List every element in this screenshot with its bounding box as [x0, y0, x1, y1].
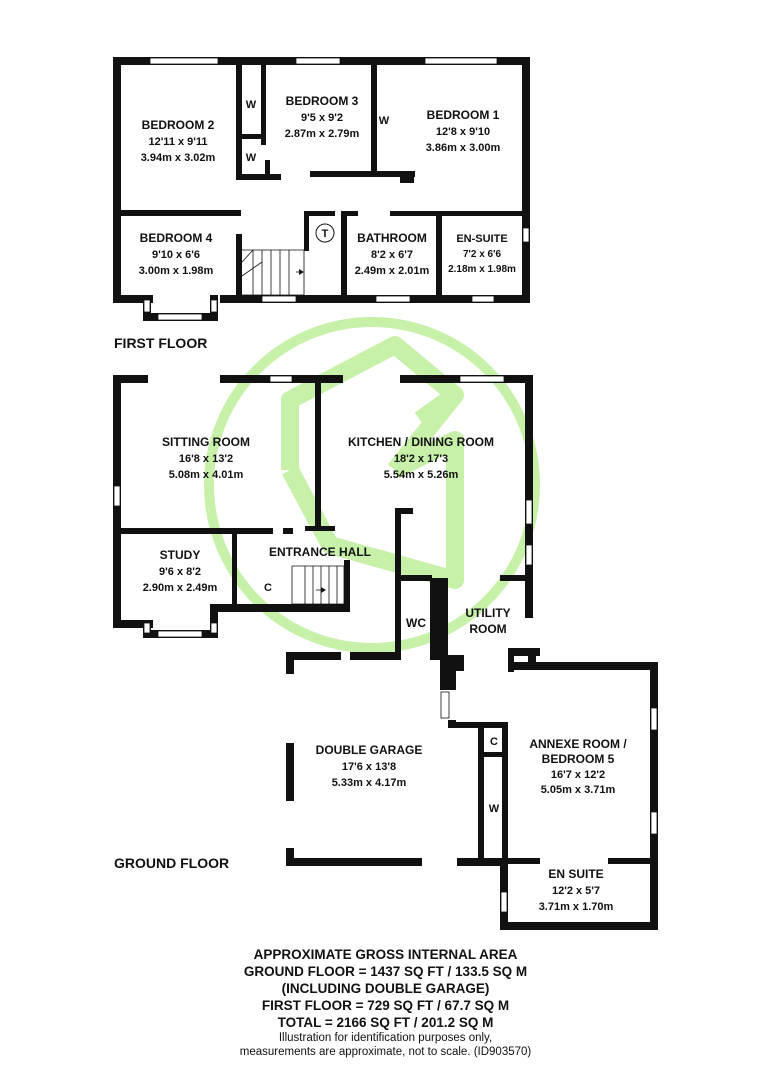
room-en-suite-2: EN SUITE 12'2 x 5'7 3.71m x 1.70m: [539, 867, 614, 913]
area-ground-floor: GROUND FLOOR = 1437 SQ FT / 133.5 SQ M: [243, 964, 528, 979]
area-total: TOTAL = 2166 SQ FT / 201.2 SQ M: [277, 1015, 494, 1030]
room-kitchen-dining: KITCHEN / DINING ROOM 18'2 x 17'3 5.54m …: [348, 435, 494, 481]
room-name: DOUBLE GARAGE: [316, 743, 423, 757]
wardrobe-marker: W: [246, 99, 257, 111]
room-bedroom-1: BEDROOM 1 12'8 x 9'10 3.86m x 3.00m: [426, 108, 501, 154]
room-name: BEDROOM 2: [142, 118, 215, 132]
area-heading: APPROXIMATE GROSS INTERNAL AREA: [253, 947, 518, 962]
room-imperial: 16'7 x 12'2: [551, 769, 605, 781]
room-name: ANNEXE ROOM /: [529, 737, 627, 751]
room-sitting-room: SITTING ROOM 16'8 x 13'2 5.08m x 4.01m: [162, 435, 250, 481]
room-imperial: 9'10 x 6'6: [152, 249, 200, 261]
room-name: BATHROOM: [357, 231, 427, 245]
room-bedroom-3: BEDROOM 3 9'5 x 9'2 2.87m x 2.79m: [285, 94, 360, 140]
room-imperial: 7'2 x 6'6: [463, 249, 502, 260]
ground-floor-windows: [113, 375, 658, 913]
room-name: BEDROOM 3: [286, 94, 359, 108]
room-imperial: 8'2 x 6'7: [371, 249, 413, 261]
first-floor-label: FIRST FLOOR: [114, 335, 207, 351]
room-metric: 3.00m x 1.98m: [139, 265, 214, 277]
room-double-garage: DOUBLE GARAGE 17'6 x 13'8 5.33m x 4.17m: [316, 743, 423, 789]
room-name: UTILITY: [465, 606, 510, 620]
room-entrance-hall: ENTRANCE HALL: [269, 545, 371, 559]
room-metric: 5.05m x 3.71m: [541, 784, 616, 796]
room-metric: 5.08m x 4.01m: [169, 469, 244, 481]
room-metric: 3.86m x 3.00m: [426, 142, 501, 154]
cupboard-marker: C: [490, 736, 498, 748]
room-name: BEDROOM 4: [140, 231, 213, 245]
disclaimer-line-1: Illustration for identification purposes…: [278, 1032, 493, 1044]
room-annexe-bedroom-5: ANNEXE ROOM / BEDROOM 5 16'7 x 12'2 5.05…: [529, 737, 627, 796]
room-imperial: 9'5 x 9'2: [301, 112, 343, 124]
room-utility: UTILITY ROOM: [465, 606, 510, 636]
room-imperial: 12'11 x 9'11: [148, 136, 207, 148]
ground-floor-label: GROUND FLOOR: [114, 855, 229, 871]
room-metric: 2.18m x 1.98m: [448, 264, 516, 275]
wardrobe-marker: W: [246, 152, 257, 164]
room-en-suite-1: EN-SUITE 7'2 x 6'6 2.18m x 1.98m: [448, 233, 516, 275]
room-metric: 2.49m x 2.01m: [355, 265, 430, 277]
room-name: EN SUITE: [548, 867, 603, 881]
room-name: KITCHEN / DINING ROOM: [348, 435, 494, 449]
room-study: STUDY 9'6 x 8'2 2.90m x 2.49m: [143, 548, 218, 594]
disclaimer-line-2: measurements are approximate, not to sca…: [239, 1046, 532, 1058]
room-imperial: 18'2 x 17'3: [394, 453, 448, 465]
room-metric: 2.87m x 2.79m: [285, 128, 360, 140]
room-name: EN-SUITE: [456, 233, 507, 245]
area-summary: APPROXIMATE GROSS INTERNAL AREA GROUND F…: [0, 946, 771, 1059]
watermark-logo: [204, 317, 540, 653]
room-wc: WC: [406, 616, 426, 630]
cupboard-marker: C: [264, 582, 272, 594]
first-floor-stairs: [241, 249, 305, 296]
ground-floor-stairs: [291, 565, 345, 605]
room-imperial: 12'8 x 9'10: [436, 126, 490, 138]
room-metric: 3.71m x 1.70m: [539, 901, 614, 913]
wardrobe-marker: W: [379, 115, 390, 127]
room-bedroom-2: BEDROOM 2 12'11 x 9'11 3.94m x 3.02m: [141, 118, 216, 164]
room-imperial: 12'2 x 5'7: [552, 885, 600, 897]
wardrobe-marker: W: [489, 803, 500, 815]
ground-floor-walls: [113, 375, 658, 930]
room-imperial: 16'8 x 13'2: [179, 453, 233, 465]
room-imperial: 17'6 x 13'8: [342, 761, 396, 773]
room-metric: 3.94m x 3.02m: [141, 152, 216, 164]
water-tank-symbol: [315, 223, 335, 243]
room-metric: 5.33m x 4.17m: [332, 777, 407, 789]
room-name: BEDROOM 1: [427, 108, 500, 122]
area-first-floor: FIRST FLOOR = 729 SQ FT / 67.7 SQ M: [261, 998, 510, 1013]
room-metric: 5.54m x 5.26m: [384, 469, 459, 481]
room-imperial: 9'6 x 8'2: [159, 566, 201, 578]
room-bathroom: BATHROOM 8'2 x 6'7 2.49m x 2.01m: [355, 231, 430, 277]
room-metric: 2.90m x 2.49m: [143, 582, 218, 594]
room-bedroom-4: BEDROOM 4 9'10 x 6'6 3.00m x 1.98m: [139, 231, 214, 277]
room-name: STUDY: [160, 548, 201, 562]
tank-marker: T: [322, 228, 329, 240]
first-floor-windows: [143, 57, 530, 321]
room-name: SITTING ROOM: [162, 435, 250, 449]
room-name-2: BEDROOM 5: [542, 752, 615, 766]
area-ground-note: (INCLUDING DOUBLE GARAGE): [281, 981, 490, 996]
room-name-2: ROOM: [469, 622, 506, 636]
